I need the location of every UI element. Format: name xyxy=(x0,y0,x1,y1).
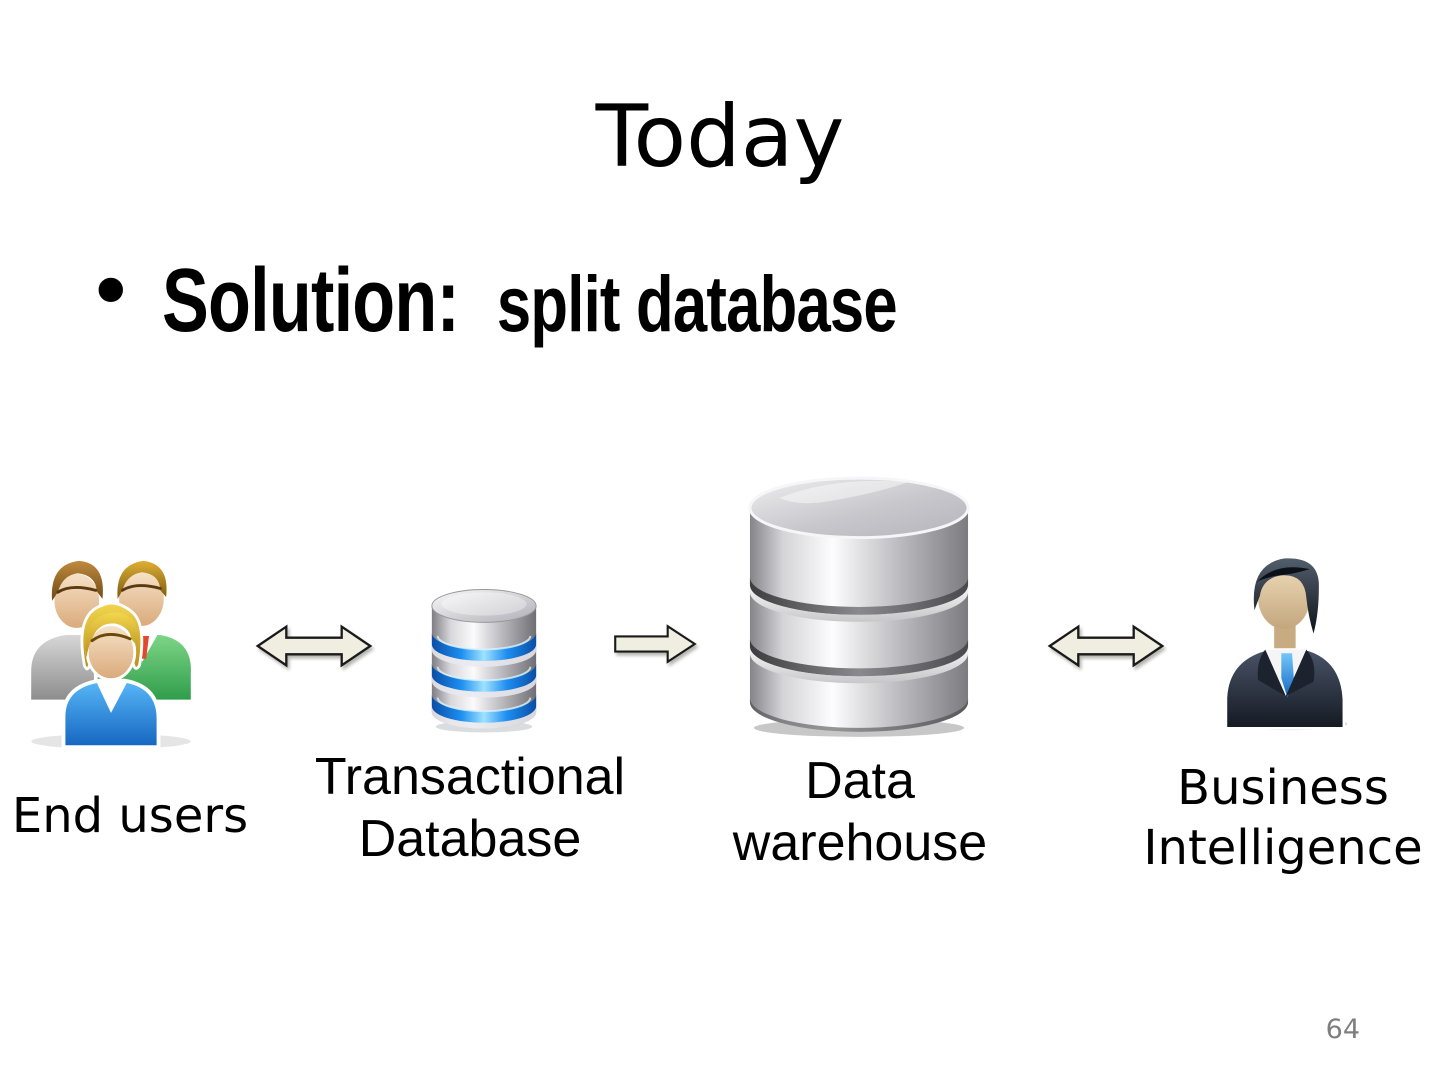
node-label-end-users: End users xyxy=(11,788,249,844)
node-label-business-intelligence: Business Intelligence xyxy=(1143,760,1423,876)
double-arrow-icon xyxy=(255,624,373,668)
bullet-marker: • xyxy=(86,243,136,341)
bullet-text: Solution: split database xyxy=(162,256,898,348)
right-arrow-icon xyxy=(614,624,697,664)
businessman-icon xyxy=(1224,558,1348,731)
bullet-text-rest: split database xyxy=(496,259,897,348)
slide-title: Today xyxy=(595,87,845,187)
bullet-item: • Solution: split database xyxy=(86,250,1104,348)
database-small-icon xyxy=(431,589,537,733)
node-label-data-warehouse: Data warehouse xyxy=(732,752,988,873)
double-arrow-icon xyxy=(1047,624,1165,668)
bullet-text-strong: Solution: xyxy=(161,251,460,351)
users-group-icon xyxy=(27,560,195,749)
page-number: 64 xyxy=(1325,1014,1360,1045)
database-large-icon xyxy=(748,476,970,737)
node-label-transactional-database: Transactional Database xyxy=(314,748,626,869)
